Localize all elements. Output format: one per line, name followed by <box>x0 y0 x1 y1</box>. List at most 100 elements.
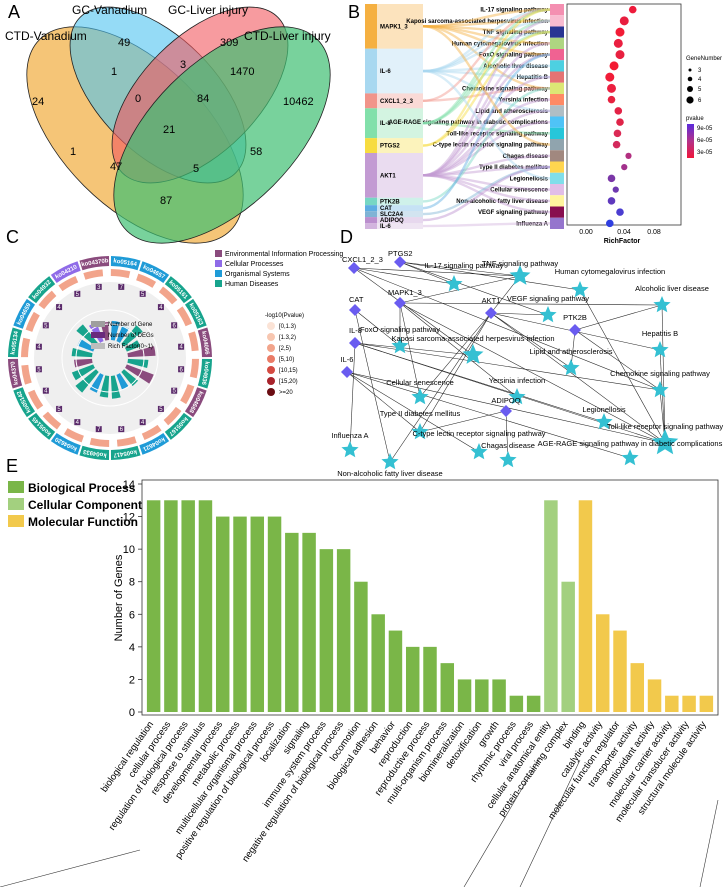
pathway-node <box>509 265 531 285</box>
legend-color-title: pvalue <box>686 116 704 122</box>
venn-region: 1 <box>111 66 117 78</box>
mf-bracket <box>699 799 719 887</box>
sankey-pathway-node <box>550 26 564 38</box>
bar <box>526 695 541 712</box>
pvalue-swatch <box>267 355 275 363</box>
sankey-gene-band <box>377 108 423 139</box>
circos-id-segment <box>8 358 23 389</box>
circos-deg-count: 5 <box>37 367 41 373</box>
sankey-gene-label: ADIPOQ <box>380 218 404 224</box>
sankey-gene-node <box>365 223 377 229</box>
circos-gene-count-track <box>180 384 195 405</box>
gene-node <box>569 324 581 336</box>
dot-point <box>615 27 625 37</box>
sankey-gene-band <box>377 217 423 224</box>
circos-deg-count: 4 <box>159 305 163 311</box>
pathway-node <box>391 337 409 354</box>
y-tick-label: 4 <box>129 642 135 654</box>
legend-label: Organismal Systems <box>225 271 290 278</box>
bar <box>250 516 265 712</box>
circos-id-segment <box>28 412 56 440</box>
dot-point <box>619 16 629 26</box>
network-node-label: C-type lectin receptor signaling pathway <box>413 429 546 438</box>
circos-deg-count: 3 <box>97 285 101 291</box>
network-node-label: Hepatitis B <box>642 329 678 338</box>
bar <box>665 695 679 712</box>
x-tick-label: 0.04 <box>617 229 631 236</box>
sankey-pathway-node <box>550 161 564 173</box>
sankey-pathway-label: FoxO signaling pathway <box>479 53 549 59</box>
circos-gene-count-track <box>158 286 178 305</box>
y-tick-label: 2 <box>129 674 135 686</box>
sankey-flow <box>422 30 551 125</box>
pathway-node <box>562 359 580 376</box>
network-edge <box>354 309 401 347</box>
pvalue-bin-label: [10,15) <box>279 368 298 374</box>
panel-label-c: C <box>6 227 19 247</box>
sankey-flow <box>422 8 551 73</box>
sankey-pathway-node <box>550 206 564 218</box>
circos-gene-count-track <box>58 275 79 292</box>
y-tick-label: 0 <box>129 707 135 719</box>
sankey-gene-band <box>377 153 423 198</box>
dot-plot: 0.00 0.04 0.08 RichFactor GeneNumber 3 4… <box>566 3 722 245</box>
sankey-flow <box>422 75 551 177</box>
sankey-pathway-label: Cellular senescence <box>490 188 548 194</box>
dot-point <box>616 118 624 126</box>
sankey-pathway-node <box>550 127 564 139</box>
circos-gene-count-track <box>83 269 104 280</box>
pathway-node <box>411 388 429 405</box>
pathway-node <box>621 449 639 466</box>
y-tick-label: 8 <box>129 577 135 589</box>
bar <box>613 630 627 712</box>
network-node-label: Chemokine signaling pathway <box>610 369 710 378</box>
inner-legend-swatch <box>91 332 105 338</box>
dot-point <box>616 208 624 216</box>
sankey-gene-label: IL-8 <box>380 121 391 127</box>
y-tick-label: 14 <box>123 479 135 491</box>
panel-label-d: D <box>340 227 353 247</box>
legend-swatch <box>215 260 222 267</box>
bar <box>233 516 247 712</box>
circos-deg-marker <box>35 366 42 373</box>
circos-gene-count-track <box>110 269 131 279</box>
bar <box>699 695 714 712</box>
circos-grid <box>61 309 159 407</box>
network-node-label: IL-17 signaling pathway <box>425 261 504 270</box>
circos-id-label: ko04933 <box>82 448 107 458</box>
dot-point <box>609 61 619 71</box>
circos-deg-count: 4 <box>57 305 61 311</box>
circos-gene-count-track <box>42 411 62 430</box>
circos-rich-bar <box>127 346 156 358</box>
legend-size-title: GeneNumber <box>686 56 722 62</box>
sankey-pathway-node <box>550 172 564 184</box>
sankey-pathway-node <box>550 49 564 61</box>
legend-size-dot <box>687 86 693 92</box>
pathway-node <box>499 451 517 468</box>
sankey-gene-label: PTGS2 <box>380 144 400 150</box>
sankey-pathway-label: Non-alcoholic fatty liver disease <box>456 199 548 205</box>
sankey-gene-label: CAT <box>380 206 392 212</box>
legend-swatch <box>8 515 24 527</box>
sankey-flow <box>422 8 551 147</box>
sankey-pathway-label: Yersinia infection <box>498 98 548 104</box>
circos-deg-count: 4 <box>37 345 41 351</box>
bar <box>354 581 368 712</box>
legend-color-tick: 6e-05 <box>697 138 713 144</box>
network-edge <box>659 349 666 444</box>
x-tick-label: 0.08 <box>647 229 661 236</box>
pvalue-swatch <box>267 344 275 352</box>
circos-gene-count-track <box>21 337 31 358</box>
circos-gene-count-track <box>89 437 110 447</box>
circos-deg-marker <box>95 426 102 433</box>
network-edge <box>353 267 455 285</box>
circos-id-segment <box>139 261 170 284</box>
sankey-flow <box>422 174 551 191</box>
network-node-label: Type II diabetes mellitus <box>380 409 461 418</box>
panel-label-b: B <box>348 2 360 22</box>
sankey-flow <box>422 120 551 177</box>
sankey-flow <box>422 222 551 228</box>
venn-region: 49 <box>118 37 130 49</box>
